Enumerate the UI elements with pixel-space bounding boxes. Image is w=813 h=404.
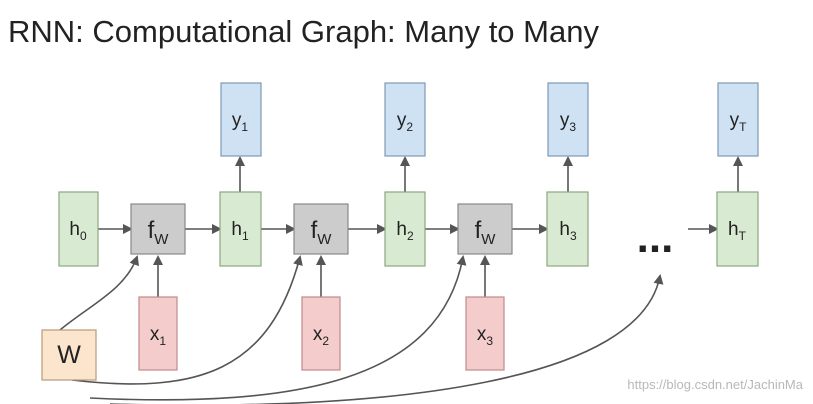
svg-text:x3: x3 — [477, 324, 494, 348]
node-y3: y3 — [547, 82, 589, 157]
node-x1-base: x — [150, 324, 160, 345]
node-yT-base: y — [730, 110, 740, 131]
node-y1: y1 — [220, 82, 262, 157]
svg-text:fW: fW — [311, 217, 333, 248]
node-y3-sub: 3 — [569, 120, 576, 134]
node-W: W — [41, 329, 97, 381]
node-h1: h1 — [219, 191, 262, 267]
node-x2-base: x — [313, 324, 323, 345]
watermark: https://blog.csdn.net/JachinMa — [627, 377, 803, 392]
node-f2-base: f — [311, 217, 318, 244]
node-y2-base: y — [397, 110, 407, 131]
svg-text:h2: h2 — [396, 219, 414, 243]
node-h3: h3 — [546, 191, 589, 267]
edge-W-f3 — [89, 255, 467, 401]
svg-text:h1: h1 — [231, 219, 249, 243]
node-f3: fW — [457, 203, 513, 255]
svg-text:hT: hT — [728, 219, 747, 243]
node-h1-sub: 1 — [242, 229, 249, 243]
node-h0-base: h — [69, 219, 80, 240]
node-h0-sub: 0 — [80, 229, 87, 243]
node-f2-sub: W — [317, 231, 332, 248]
node-y2-sub: 2 — [406, 120, 413, 134]
node-f1: fW — [130, 203, 186, 255]
node-yT-sub: T — [739, 120, 747, 134]
node-x2-sub: 2 — [322, 334, 329, 348]
svg-text:y3: y3 — [560, 110, 577, 134]
svg-text:y2: y2 — [397, 110, 414, 134]
node-y1-sub: 1 — [241, 120, 248, 134]
svg-text:x1: x1 — [150, 324, 167, 348]
node-hT-sub: T — [739, 229, 747, 243]
svg-text:h0: h0 — [69, 219, 87, 243]
svg-text:yT: yT — [730, 110, 748, 134]
edge-W-dots — [110, 274, 664, 404]
node-yT: yT — [717, 82, 759, 157]
node-h3-sub: 3 — [570, 229, 577, 243]
node-h0: h0 — [58, 191, 99, 267]
node-f3-sub: W — [481, 231, 496, 248]
svg-text:x2: x2 — [313, 324, 330, 348]
node-x3-base: x — [477, 324, 487, 345]
node-h1-base: h — [231, 219, 242, 240]
edge-W-f1 — [59, 255, 139, 331]
node-h2-base: h — [396, 219, 407, 240]
node-y1-base: y — [232, 110, 242, 131]
svg-text:fW: fW — [475, 217, 497, 248]
svg-text:y1: y1 — [232, 110, 249, 134]
node-hT-base: h — [728, 219, 739, 240]
page-title: RNN: Computational Graph: Many to Many — [8, 14, 599, 49]
node-y3-base: y — [560, 110, 570, 131]
node-h2-sub: 2 — [407, 229, 414, 243]
node-x1-sub: 1 — [159, 334, 166, 348]
svg-text:h3: h3 — [559, 219, 577, 243]
node-x3-sub: 3 — [486, 334, 493, 348]
node-W-label: W — [57, 341, 81, 369]
edge-W-f2 — [71, 255, 303, 385]
node-f1-sub: W — [154, 231, 169, 248]
node-x3: x3 — [465, 296, 505, 371]
node-y2: y2 — [384, 82, 426, 157]
node-h3-base: h — [559, 219, 570, 240]
node-f1-base: f — [148, 217, 155, 244]
node-f3-base: f — [475, 217, 482, 244]
node-x1: x1 — [138, 296, 178, 371]
node-f2: fW — [293, 203, 349, 255]
node-h2: h2 — [384, 191, 426, 267]
node-hT: hT — [716, 191, 759, 267]
ellipsis: ... — [637, 213, 674, 262]
node-x2: x2 — [301, 296, 341, 371]
svg-text:fW: fW — [148, 217, 170, 248]
